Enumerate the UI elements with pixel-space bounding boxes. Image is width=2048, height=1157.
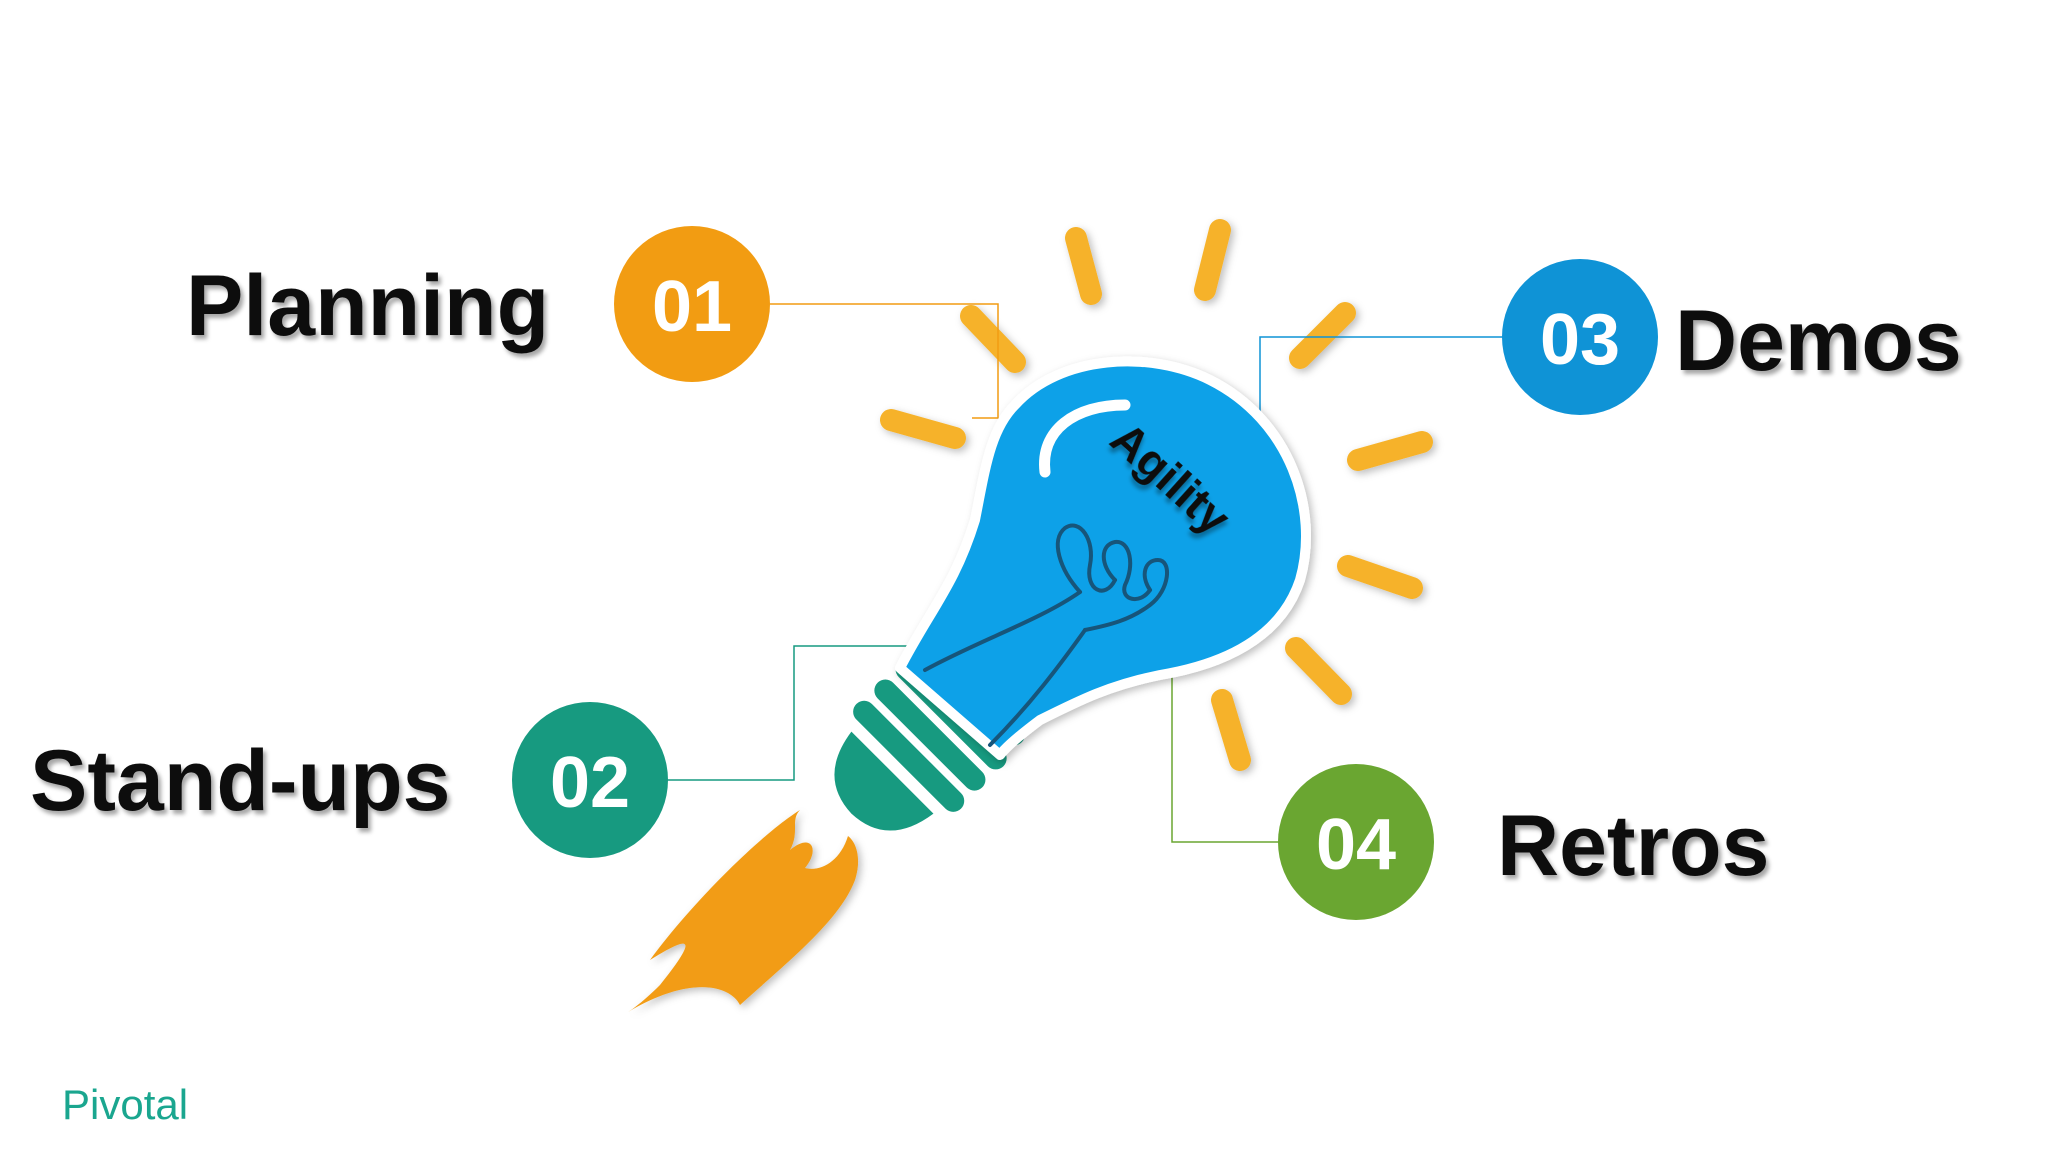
step-planning: Planning 01 bbox=[186, 226, 770, 382]
step-number: 02 bbox=[550, 743, 630, 823]
pivotal-logo: Pivotal bbox=[62, 1081, 188, 1128]
base-tip bbox=[834, 731, 934, 831]
step-number-badge bbox=[1278, 764, 1434, 920]
bulb: Agility bbox=[895, 356, 1311, 760]
light-rays bbox=[880, 219, 1433, 771]
ray bbox=[880, 409, 966, 449]
ray bbox=[1065, 227, 1102, 305]
step-label: Demos bbox=[1675, 293, 1962, 389]
step-number: 04 bbox=[1316, 805, 1396, 885]
connector-planning bbox=[770, 303, 999, 419]
base-ring bbox=[853, 700, 965, 812]
step-number-badge bbox=[512, 702, 668, 858]
step-number-badge bbox=[1502, 259, 1658, 415]
ray bbox=[1194, 219, 1231, 301]
step-number: 01 bbox=[652, 267, 732, 347]
connector-stand-ups bbox=[665, 645, 960, 781]
ray bbox=[960, 305, 1026, 373]
bulb-highlight bbox=[1039, 399, 1131, 478]
base-ring bbox=[874, 679, 986, 791]
flame-shape bbox=[628, 810, 859, 1012]
connector-demos bbox=[1259, 336, 1506, 440]
logo-text: Pivotal bbox=[62, 1081, 188, 1128]
ray bbox=[1285, 637, 1352, 705]
ray bbox=[1289, 302, 1356, 369]
ray bbox=[1211, 689, 1251, 771]
step-retros: 04 Retros bbox=[1278, 764, 1769, 920]
step-demos: 03 Demos bbox=[1502, 259, 1962, 415]
filament bbox=[923, 523, 1170, 747]
ray bbox=[1337, 555, 1423, 599]
step-number-badge bbox=[614, 226, 770, 382]
step-stand-ups: Stand-ups 02 bbox=[30, 702, 668, 858]
step-label: Retros bbox=[1497, 798, 1769, 894]
step-label: Stand-ups bbox=[30, 733, 450, 829]
rocket-flame bbox=[628, 810, 859, 1012]
ray bbox=[1347, 431, 1433, 471]
step-label: Planning bbox=[186, 258, 549, 354]
step-number: 03 bbox=[1540, 300, 1620, 380]
